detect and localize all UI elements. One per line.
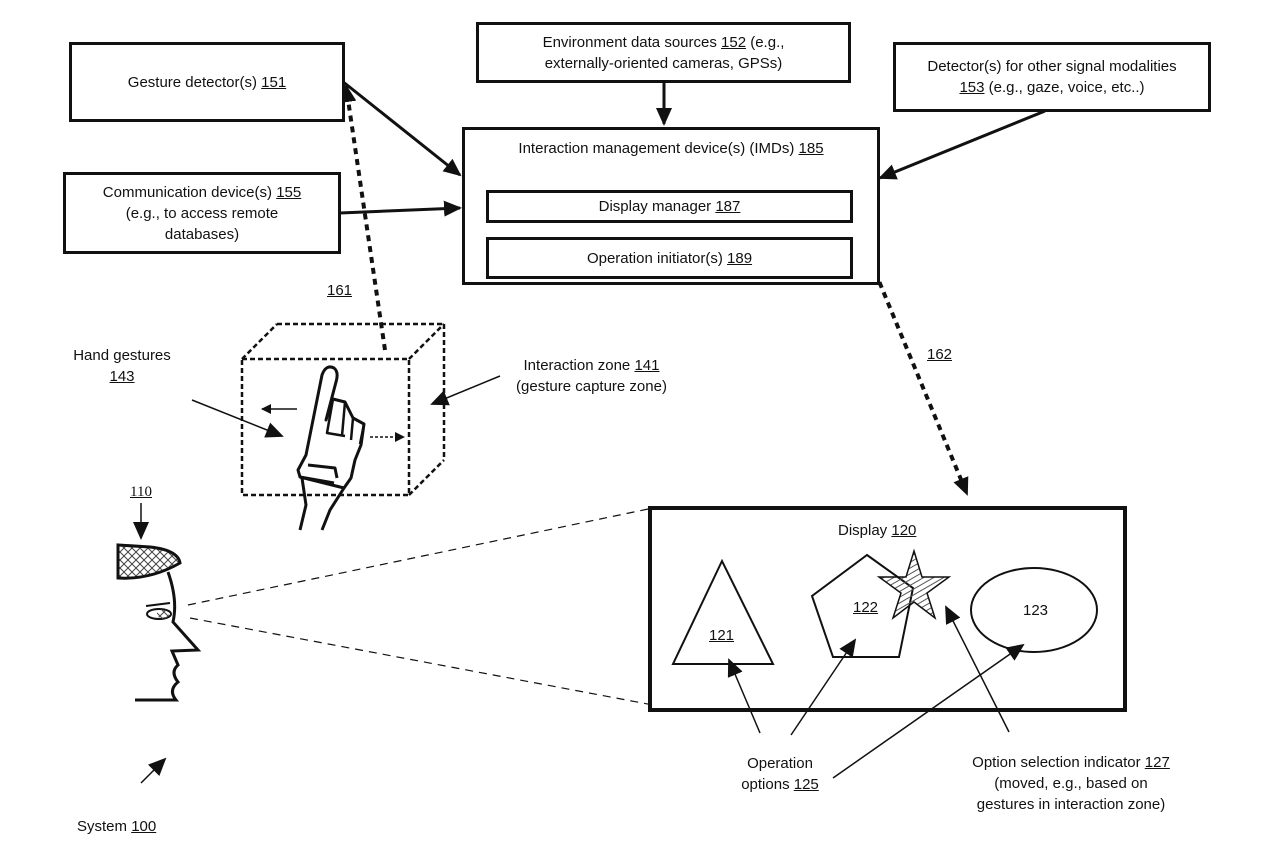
communication-device-box[interactable]: Communication device(s) 155 (e.g., to ac… <box>63 172 341 254</box>
hand-icon <box>296 365 366 531</box>
gesture-detector-box[interactable]: Gesture detector(s) 151 <box>69 42 345 122</box>
other-detectors-box[interactable]: Detector(s) for other signal modalities … <box>893 42 1211 112</box>
ref-152: 152 <box>721 33 747 51</box>
comm-line2: (e.g., to access remote <box>125 204 279 222</box>
pointer-option-122 <box>790 638 857 736</box>
env-label: Environment data sources <box>542 33 717 51</box>
ref-143: 143 <box>109 368 135 385</box>
option-ellipse-123[interactable] <box>970 567 1098 653</box>
arrow-comm-to-imd <box>339 200 462 217</box>
ref-141: 141 <box>634 357 660 374</box>
operation-initiator-box[interactable]: Operation initiator(s) 189 <box>486 237 853 279</box>
option-123-label: 123 <box>1023 602 1049 619</box>
interaction-zone-pointer <box>430 375 501 406</box>
ref-155: 155 <box>276 183 302 201</box>
env-eg: (e.g., <box>750 33 785 51</box>
hand-gestures-label: Hand gestures 143 <box>73 347 171 385</box>
option-indicator-label: Option selection indicator 127 (moved, e… <box>972 754 1170 813</box>
ref-153: 153 <box>959 79 985 96</box>
system-pointer <box>140 757 167 784</box>
operation-initiator-label: Operation initiator(s) <box>586 249 723 267</box>
env-line2: externally-oriented cameras, GPSs) <box>544 54 783 72</box>
ref-151: 151 <box>261 73 287 91</box>
display-title: Display 120 <box>838 522 917 539</box>
other-line2: (e.g., gaze, voice, etc..) <box>988 79 1145 96</box>
ref-100: 100 <box>131 818 157 835</box>
link-161-dashed <box>340 84 387 351</box>
link-161-label: 161 <box>327 282 353 299</box>
option-selection-indicator-star[interactable] <box>876 548 952 621</box>
interaction-zone-label: Interaction zone 141 (gesture capture zo… <box>516 357 667 395</box>
option-122-label: 122 <box>853 599 879 616</box>
system-label: System 100 <box>77 818 157 835</box>
option-121-label: 121 <box>709 627 735 644</box>
imd-title: Interaction management device(s) (IMDs) <box>518 140 795 157</box>
sight-line-bottom <box>189 617 654 706</box>
operation-options-label: Operation options 125 <box>741 755 819 793</box>
hand-gestures-pointer <box>191 399 284 438</box>
ref-125: 125 <box>793 776 819 793</box>
arrow-other-to-imd <box>878 109 1046 180</box>
link-162-label: 162 <box>927 346 953 363</box>
ref-120: 120 <box>891 522 917 539</box>
arrow-gesture-to-imd <box>341 79 462 177</box>
environment-sources-box[interactable]: Environment data sources 152 (e.g., exte… <box>476 22 851 83</box>
comm-line3: databases) <box>164 225 240 243</box>
link-162-dashed <box>848 210 969 496</box>
ref-187: 187 <box>715 198 741 215</box>
ref-185: 185 <box>798 140 824 157</box>
sight-line-top <box>187 507 654 606</box>
comm-label: Communication device(s) <box>102 183 273 201</box>
ref-189: 189 <box>727 249 753 267</box>
display-manager-label: Display manager <box>598 198 712 215</box>
display-manager-box[interactable]: Display manager 187 <box>486 190 853 223</box>
user-head-icon <box>116 543 202 702</box>
other-line1: Detector(s) for other signal modalities <box>927 58 1177 75</box>
pointer-indicator-127 <box>945 605 1010 733</box>
pointer-option-123 <box>832 643 1025 779</box>
ref-127: 127 <box>1144 754 1170 771</box>
option-triangle-121[interactable] <box>671 558 775 665</box>
user-ref-110: 110 <box>130 484 152 500</box>
gesture-detector-label: Gesture detector(s) <box>127 73 257 91</box>
pointer-option-121 <box>727 658 761 734</box>
